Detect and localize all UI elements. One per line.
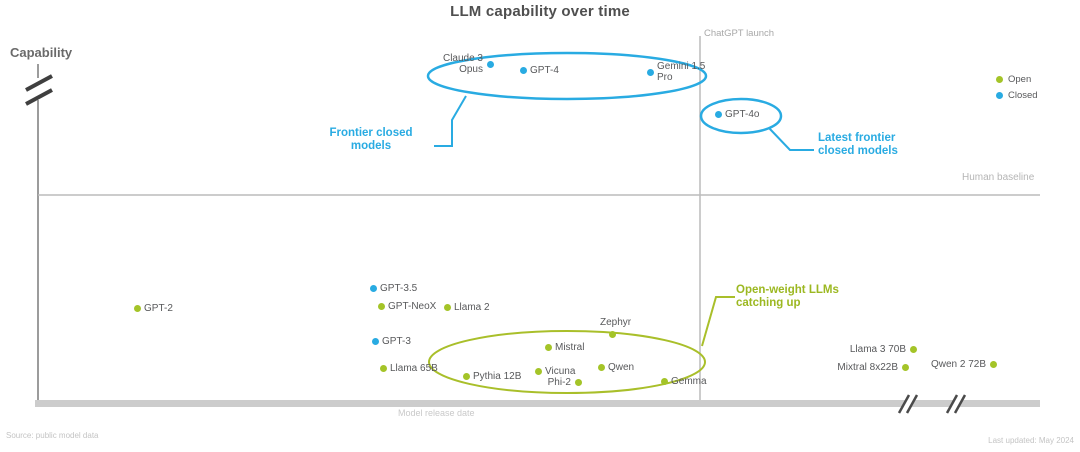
horizontal-line-label: Human baseline: [962, 172, 1035, 183]
closed-point-dot-icon: [714, 110, 722, 118]
y-axis-break-icon: [25, 74, 53, 106]
point-label: Qwen: [608, 362, 635, 373]
open-annotation-connector: [701, 296, 735, 347]
legend-label-closed: Closed: [1008, 89, 1038, 101]
latest-annotation-connector: [768, 127, 814, 151]
point-label: GPT-3.5: [380, 283, 418, 294]
annotation-open-line1: Open-weight LLMs: [736, 284, 839, 296]
legend-item-closed: Closed: [996, 87, 1038, 103]
open-point-dot-icon: [901, 363, 909, 371]
point-label: Llama 65B: [390, 363, 438, 374]
closed-point-dot-icon: [371, 337, 379, 345]
point-label: Llama 3 70B: [849, 344, 906, 355]
annotation-frontier: Frontier closed models: [306, 127, 436, 153]
open-point-dot-icon: [909, 345, 917, 353]
closed-point-dot-icon: [369, 284, 377, 292]
point-label: Zephyr: [600, 317, 632, 328]
annotation-open: Open-weight LLMs catching up: [736, 284, 876, 310]
open-point-dot-icon: [660, 377, 668, 385]
frontier-cluster-ellipse: [426, 51, 708, 101]
vertical-line-label: ChatGPT launch: [704, 28, 775, 39]
point-label: Pythia 12B: [473, 371, 522, 382]
legend-item-open: Open: [996, 71, 1038, 87]
closed-point-dot-icon: [519, 66, 527, 74]
open-point-dot-icon: [462, 372, 470, 380]
point-label: Mistral: [555, 342, 585, 353]
open-point-dot-icon: [544, 343, 552, 351]
x-axis-band: [35, 400, 1040, 407]
open-point-dot-icon: [574, 378, 582, 386]
open-series-swatch-icon: [996, 75, 1003, 83]
legend-label-open: Open: [1008, 73, 1032, 85]
y-axis-label: Capability: [10, 45, 73, 60]
point-label: Llama 2: [454, 302, 490, 313]
latest-cluster-ellipse: [699, 97, 783, 135]
point-label: GPT-3: [382, 336, 411, 347]
annotation-open-line2: catching up: [736, 297, 801, 309]
closed-point-dot-icon: [486, 60, 494, 68]
point-label: Mixtral 8x22B: [837, 362, 898, 373]
frontier-annotation-connector: [434, 95, 467, 147]
point-label: GPT-2: [144, 303, 173, 314]
closed-series-swatch-icon: [996, 91, 1003, 99]
credit-right: Last updated: May 2024: [988, 436, 1074, 445]
point-label: Phi-2: [547, 377, 571, 388]
chart-title: LLM capability over time: [450, 3, 630, 20]
x-axis-caption: Model release date: [398, 408, 475, 418]
point-label: Gemma: [671, 376, 707, 387]
annotation-latest: Latest frontier closed models: [818, 132, 958, 158]
point-label: GPT-4o: [725, 109, 760, 120]
point-label: GPT-4: [530, 65, 559, 76]
open-point-dot-icon: [534, 367, 542, 375]
open-point-dot-icon: [379, 364, 387, 372]
open-point-dot-icon: [443, 303, 451, 311]
x-axis-break-icon-2: [945, 394, 967, 414]
open-point-dot-icon: [989, 360, 997, 368]
x-axis-break-icon-1: [897, 394, 919, 414]
annotation-frontier-line1: Frontier closed: [329, 127, 413, 139]
annotation-frontier-line2: models: [350, 140, 392, 152]
open-cluster-ellipse: [428, 330, 706, 394]
open-point-dot-icon: [133, 304, 141, 312]
legend: Open Closed: [996, 71, 1038, 103]
point-label: GPT-NeoX: [388, 301, 437, 312]
annotation-latest-line1: Latest frontier: [818, 132, 896, 144]
open-point-dot-icon: [597, 363, 605, 371]
open-point-dot-icon: [608, 330, 616, 338]
point-label: Qwen 2 72B: [930, 359, 986, 370]
credit-left: Source: public model data: [6, 431, 99, 440]
closed-point-dot-icon: [646, 68, 654, 76]
point-label: Vicuna: [545, 366, 576, 377]
annotation-latest-line2: closed models: [818, 145, 898, 157]
open-point-dot-icon: [377, 302, 385, 310]
